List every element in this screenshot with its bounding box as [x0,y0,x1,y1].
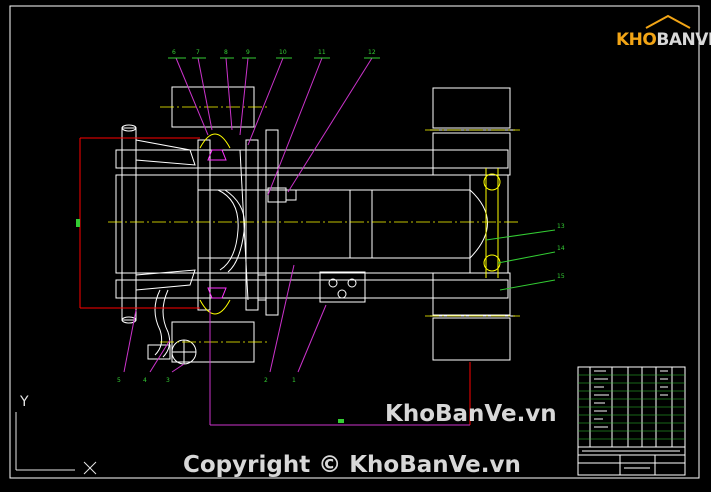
callout-3: 3 [166,377,170,384]
callout-2: 2 [264,377,268,384]
khobanve-logo: KHOBANVE [612,14,711,56]
track-dimension-marker [338,419,344,423]
callout-1: 1 [292,377,296,384]
watermark-copyright: Copyright © KhoBanVe.vn [183,452,521,478]
leaders-top [123,57,373,373]
callout-4: 4 [143,377,147,384]
chassis-frame [115,149,509,303]
track-dimension [209,310,470,426]
leaders-right [485,229,556,291]
callout-9: 9 [246,49,250,56]
hub-details [199,133,501,315]
ucs-y-label: Y [20,394,29,410]
logo-house-icon [645,14,691,29]
callout-6: 6 [172,49,176,56]
centerlines [108,106,520,343]
wheels [171,86,515,363]
callout-8: 8 [224,49,228,56]
callout-12: 12 [368,49,376,56]
sheet-border [9,5,700,479]
logo-text: KHOBANVE [616,30,711,50]
callout-7: 7 [196,49,200,56]
dimension-lines [79,137,471,425]
callout-10: 10 [279,49,287,56]
callout-15: 15 [557,273,565,280]
callout-numbers: 6 7 8 9 10 11 12 13 14 15 5 4 3 2 1 [117,49,565,384]
watermark-site: KhoBanVe.vn [385,401,557,427]
steering-linkage [147,149,297,365]
title-block-rows [578,374,685,440]
title-block-text-marks [582,370,680,469]
callout-14: 14 [557,245,565,252]
callout-5: 5 [117,377,121,384]
callout-13: 13 [557,223,565,230]
logo-text-orange: KHO [616,30,657,50]
front-axle [121,124,279,324]
ucs-icon [15,412,97,475]
callout-11: 11 [318,49,326,56]
dimension-marker [76,219,80,227]
logo-text-grey: BANVE [656,30,711,50]
